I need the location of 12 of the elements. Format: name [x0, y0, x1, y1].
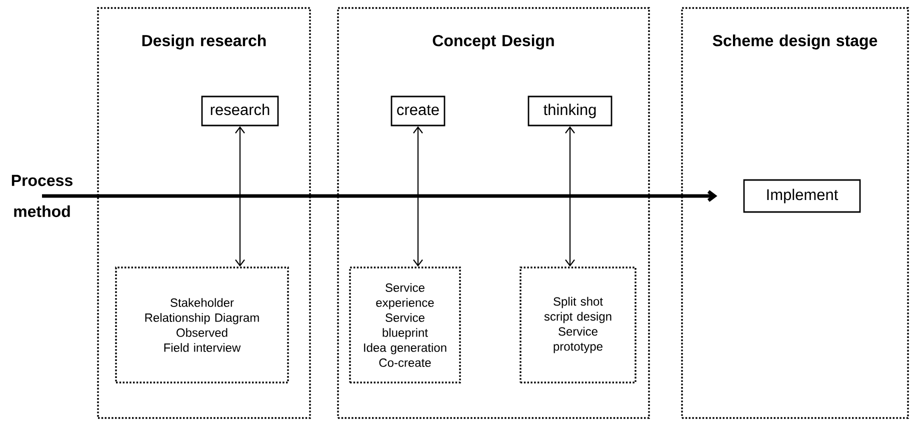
arrow: [235, 126, 245, 267]
arrow: [565, 126, 575, 267]
arrow: [413, 126, 423, 267]
method-box: Service experience Service blueprint Idea generation Co-create: [349, 266, 461, 384]
method-box: Stakeholder Relationship Diagram Observed Field interview: [115, 266, 289, 384]
term-box: research: [201, 96, 279, 126]
term-box: create: [390, 96, 446, 126]
method-box: Split shot script design Service prototype: [520, 266, 636, 384]
term-box: Implement: [743, 179, 861, 213]
axis-label: Process method: [12, 174, 72, 218]
term-box: thinking: [528, 96, 612, 126]
arrow: [42, 190, 718, 202]
